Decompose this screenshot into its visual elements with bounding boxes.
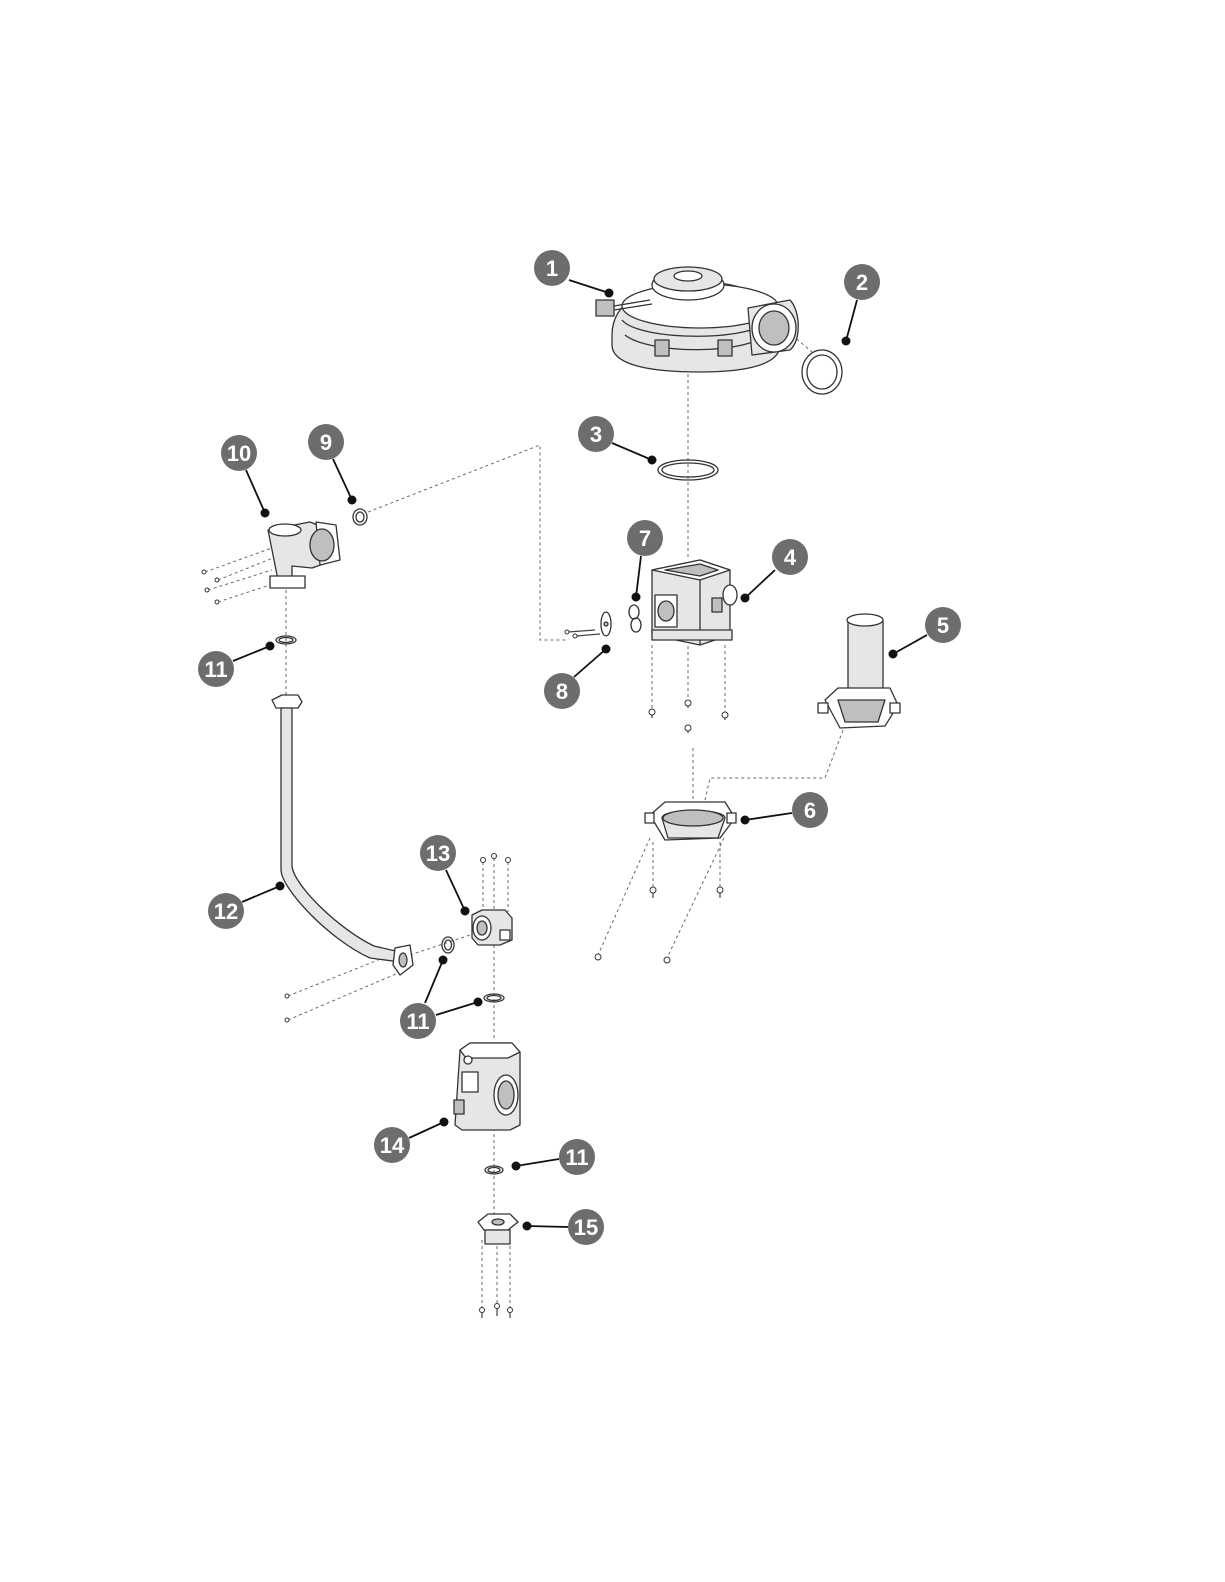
pipe-flange-screws: [285, 994, 289, 1022]
callout-number: 13: [426, 841, 450, 866]
callout-number: 7: [639, 526, 651, 551]
callout-c15: 15: [523, 1209, 605, 1245]
callout-leader-line: [242, 886, 280, 902]
blower-assembly: [596, 267, 798, 372]
callout-leader-dot: [605, 289, 614, 298]
callout-leader-dot: [261, 509, 270, 518]
callout-number: 3: [590, 422, 602, 447]
outlet-flange-screws: [480, 1304, 513, 1319]
callout-leader-line: [745, 813, 792, 820]
callout-number: 6: [804, 798, 816, 823]
flange-screws: [595, 887, 723, 963]
callout-leader-dot: [741, 816, 750, 825]
callout-c10: 10: [221, 435, 270, 518]
callout-leader-line: [636, 556, 641, 597]
callout-leader-line: [846, 300, 857, 341]
callout-leader-dot: [461, 907, 470, 916]
callout-c1: 1: [534, 250, 614, 298]
callout-leader-line: [409, 1122, 444, 1138]
orifice-screws: [565, 630, 600, 638]
gas-line-o-ring-b: [442, 937, 454, 953]
callout-leader-dot: [439, 956, 448, 965]
callout-number: 10: [227, 441, 251, 466]
callout-number: 11: [204, 657, 227, 682]
callout-leader-dot: [512, 1162, 521, 1171]
callout-leader-line: [569, 280, 609, 293]
callout-number: 2: [856, 270, 868, 295]
callout-leader-line: [527, 1226, 568, 1227]
gas-orifice-plate: [601, 612, 611, 636]
callout-leader-line: [446, 870, 465, 911]
callout-leader-line: [333, 459, 352, 500]
callout-leader-dot: [741, 594, 750, 603]
callout-c2: 2: [842, 264, 881, 346]
callout-leader-dot: [889, 650, 898, 659]
callout-leader-dot: [474, 998, 483, 1007]
callout-c9: 9: [308, 424, 357, 505]
callout-number: 12: [214, 899, 238, 924]
callout-c14: 14: [374, 1118, 449, 1164]
callout-leader-line: [612, 443, 652, 460]
callout-leader-line: [246, 470, 265, 513]
callout-c4: 4: [741, 539, 809, 603]
venturi-screws: [649, 700, 728, 733]
air-inlet-pipe: [818, 614, 900, 728]
callout-number: 8: [556, 679, 568, 704]
callout-leader-dot: [266, 642, 275, 651]
burner-adapter-flange: [645, 802, 736, 840]
callout-c3: 3: [578, 416, 657, 465]
callout-c6: 6: [741, 792, 829, 828]
gas-line-o-ring-c: [484, 994, 504, 1002]
callout-leader-line: [436, 1002, 478, 1015]
gas-supply-pipe: [272, 695, 413, 975]
callout-number: 5: [937, 613, 949, 638]
callout-c13: 13: [420, 835, 470, 916]
callout-c11a: 11: [198, 642, 275, 688]
callout-leader-line: [425, 960, 443, 1003]
callout-number: 11: [406, 1009, 429, 1034]
callout-leader-line: [233, 646, 270, 661]
callout-c8: 8: [544, 645, 611, 710]
callout-c12: 12: [208, 882, 285, 930]
valve-inlet-fitting: [472, 910, 512, 945]
callout-leader-dot: [842, 337, 851, 346]
valve-outlet-flange: [478, 1214, 518, 1244]
venturi-housing: [652, 560, 737, 645]
callout-leader-dot: [276, 882, 285, 891]
callout-number: 4: [784, 545, 797, 570]
callout-leader-dot: [648, 456, 657, 465]
callout-leader-line: [574, 649, 606, 677]
callout-number: 14: [380, 1133, 405, 1158]
callout-number: 9: [320, 430, 332, 455]
gas-elbow-fitting: [268, 522, 340, 588]
gas-line-o-ring-upper: [353, 509, 367, 525]
orifice-o-rings: [629, 605, 641, 632]
callout-leader-dot: [440, 1118, 449, 1127]
callout-number: 15: [574, 1215, 598, 1240]
callout-c11c: [436, 998, 483, 1016]
callout-number: 11: [565, 1145, 588, 1170]
gas-valve: [454, 1043, 520, 1130]
callout-c11d: 11: [512, 1139, 596, 1175]
callout-leader-line: [893, 635, 927, 654]
callout-number: 1: [546, 256, 558, 281]
callout-leader-dot: [348, 496, 357, 505]
outlet-gasket: [802, 350, 842, 394]
callout-leader-dot: [602, 645, 611, 654]
callout-leader-dot: [632, 593, 641, 602]
fitting-screws: [481, 854, 511, 863]
callout-c5: 5: [889, 607, 962, 659]
callout-leader-line: [516, 1159, 559, 1166]
callout-leader-dot: [523, 1222, 532, 1231]
callout-leader-line: [745, 570, 775, 598]
